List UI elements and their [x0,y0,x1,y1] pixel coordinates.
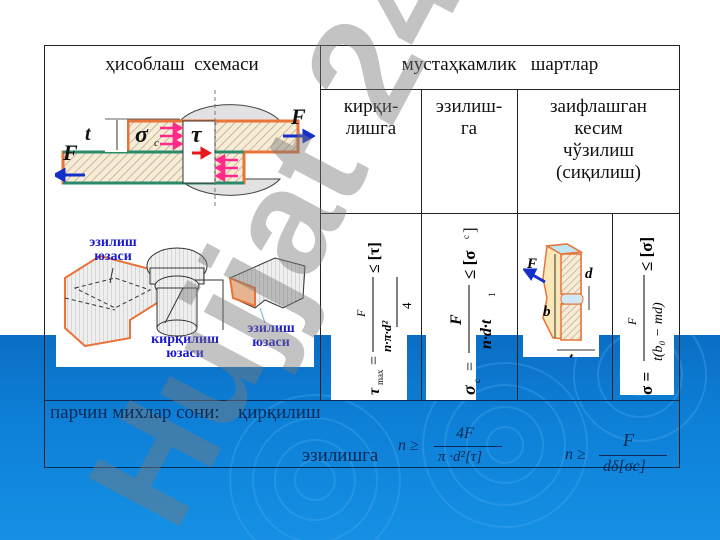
col-divider-crush [517,89,518,400]
subheader-tension-line3: чўзилиш [562,140,634,161]
plate-t-label: t [569,351,574,358]
subheader-crush-line2: га [460,118,478,139]
force-arrow-left [55,167,85,183]
subheader-shear-line1: кирқи- [343,96,399,117]
formula-bg-1 [331,335,407,400]
label-shear-line1: кирқилиш [151,332,219,347]
row-divider-header [320,89,680,90]
plate-force-arrow [523,268,546,284]
stress-arrows [160,121,238,183]
scheme-header: ҳисоблаш схемаси [105,54,259,75]
svg-text:=: = [462,362,479,371]
shear-count-label: қирқилиш [238,402,321,423]
shear-formula: τ max = F n·π·d² 4 ≤ [τ] [323,215,419,398]
svg-text:F: F [625,317,639,326]
svg-text:n·π·d²: n·π·d² [379,320,394,352]
tension-formula-svg: σ = F t(b₀ − md) ≤ [σ] [625,237,666,395]
plate-force-label: F [526,256,537,272]
crush-formula: σ c = F n·d·t 1 ≤ [σ c ] [422,215,516,398]
crush-count-label: эзилишга [302,445,379,466]
row-divider-formulas [44,400,680,401]
svg-text:n·d·t: n·d·t [478,319,495,349]
formula1-bar [434,446,502,447]
svg-text:]: ] [460,227,479,233]
tau-label: τ [191,122,203,148]
col-divider-tension [612,213,613,400]
ripple-decoration [229,335,707,540]
label-crush-surface-right: эзилиш юзаси [236,322,306,350]
label-crush-surface-left: эзилиш юзаси [78,236,148,264]
table-border-right [679,45,680,468]
formula1-lhs: n ≥ [398,437,419,454]
rivet-count-formula-shear: n ≥ 4F π ·d²[τ] [398,425,508,469]
subheader-crush-line1: эзилиш- [435,96,503,117]
col-divider-shear [421,89,422,400]
shear-formula-svg: τ max = F n·π·d² 4 ≤ [τ] [354,242,414,395]
table-border-top [44,45,680,46]
rivet-section-diagram: t σ c τ F F [55,90,315,208]
tension-formula: σ = F t(b₀ − md) ≤ [σ] [613,215,679,398]
svg-text:≤ [σ: ≤ [σ [460,250,479,279]
svg-text:≤ [τ]: ≤ [τ] [366,242,383,273]
plate-d-label: d [585,266,593,282]
sigma-c-subscript: c [154,137,159,149]
label-crush-left-line2: юзаси [94,249,132,264]
rivet-3d-diagram [64,247,306,348]
svg-text:σ: σ [459,384,479,395]
sigma-c-label: σ [135,122,149,148]
row-divider-subheader [320,213,680,214]
formula1-num: 4F [456,425,474,442]
formula2-bar [599,455,667,456]
label-shear-line2: юзаси [166,346,204,361]
col-divider-main [320,45,321,400]
shear-arrow [192,146,213,160]
svg-text:c: c [472,379,482,383]
svg-text:4: 4 [399,302,414,309]
label-crush-right-line1: эзилиш [247,321,295,336]
formula2-num: F [623,430,634,450]
formula-bg-2 [426,335,476,400]
force-right-label: F [290,104,306,129]
table-border-bottom [44,467,680,468]
left-plate-3d [64,254,166,348]
rivet-head-top [178,104,282,122]
subheader-tension-line1: заифлашган [550,96,647,117]
svg-text:max: max [375,369,385,385]
plate-section-diagram: F d b t [523,243,595,358]
force-arrow-right [283,128,315,144]
svg-text:1: 1 [487,293,497,298]
svg-text:τ: τ [366,387,383,395]
crush-formula-svg: σ c = F n·d·t 1 ≤ [σ c ] [448,227,497,395]
strength-header: мустаҳкамлик шартлар [401,54,599,75]
plate-b-label: b [543,304,551,320]
force-left-label: F [62,140,78,165]
formula1-den: π ·d²[τ] [438,449,483,465]
label-crush-left-line1: эзилиш [89,235,137,250]
subheader-tension-line2: кесим [574,118,623,139]
svg-text:c: c [461,235,471,239]
svg-text:F: F [448,314,465,326]
subheader-tension: заифлашган кесим чўзилиш (сиқилиш) [517,96,680,184]
thickness-label: t [85,123,92,145]
svg-text:≤ [σ]: ≤ [σ] [637,237,656,271]
formula-bg-3 [620,335,674,395]
rivet-count-formula-crush: n ≥ F dδ[σc] [565,430,675,482]
svg-text:σ =: σ = [637,372,656,395]
label-shear-surface: кирқилиш юзаси [140,333,230,361]
strength-table [44,45,680,468]
formula2-lhs: n ≥ [565,446,586,463]
formula2-den: dδ[σc] [603,458,646,475]
svg-text:F: F [354,309,368,318]
svg-text:=: = [366,356,383,365]
svg-text:t(b₀ − md): t(b₀ − md) [651,302,666,361]
subheader-tension-line4: (сиқилиш) [556,162,641,183]
subheader-crush: эзилиш- га [421,96,517,140]
table-border-left [44,45,45,468]
rivet-count-label: парчин михлар сони: [50,402,220,423]
label-crush-right-line2: юзаси [252,335,290,350]
subheader-shear-line2: лишга [345,118,397,139]
subheader-shear: кирқи- лишга [321,96,421,140]
